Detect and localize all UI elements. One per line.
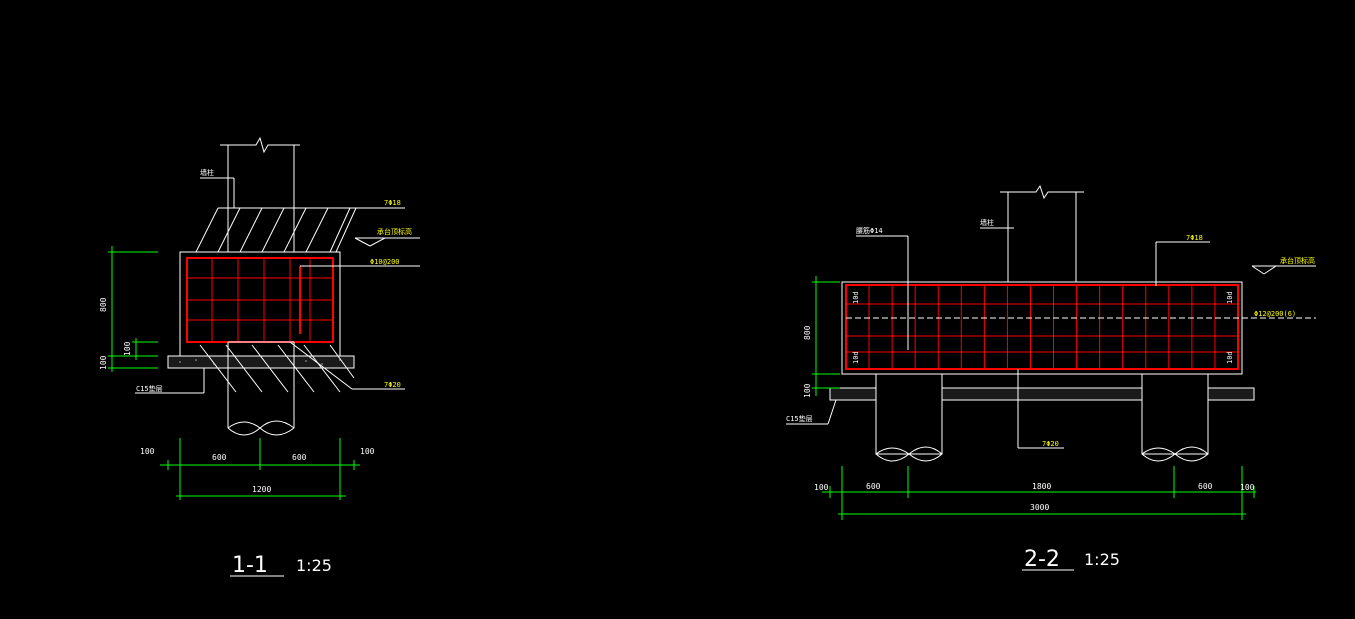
section-2-scale: 1:25 [1084,550,1120,569]
section-1-leaders [135,177,420,394]
section-2-dim-right: 600 [1198,482,1213,491]
section-2-leaders [786,227,1316,449]
section-2-title: 2-2 [1024,547,1060,572]
section-1-label-cushion: C15垫层 [136,384,163,393]
section-2-anchor-bottom-right: 10d [1226,351,1234,364]
section-1-label-stirrup: Φ10@200 [370,258,400,266]
section-2-column [1000,184,1084,282]
section-1-dim-right-half: 600 [292,453,307,462]
section-1-cushion [167,355,355,369]
section-1-label-top-elev: 承台顶标高 [377,227,412,236]
section-1-pile [227,392,295,436]
section-2-dim-total: 3000 [1030,503,1049,512]
section-1-hatch-bottom [199,341,355,393]
section-2-label-cushion: C15垫层 [786,414,813,423]
section-1-hatch-top [195,207,357,253]
section-1-dim-total: 1200 [252,485,271,494]
section-2-dim-height: 800 [803,325,812,340]
section-2-dim-middle: 1800 [1032,482,1051,491]
section-1-dim-height: 800 [99,297,108,312]
section-2-anchor-top-left: 10d [852,291,860,304]
section-1-dimensions [108,246,360,500]
section-1-title: 1-1 [232,553,268,578]
section-1-label-top-bar: 7Φ18 [384,199,401,207]
section-2-dim-left-edge: 100 [814,483,829,492]
section-2-cap-outline [841,281,1243,375]
section-2-dim-right-edge: 100 [1240,483,1255,492]
section-1-drawing: 墙柱 7Φ18 承台顶标高 Φ10@200 7Φ20 C15垫层 800 100… [99,136,420,578]
section-2-label-top-elev: 承台顶标高 [1280,256,1315,265]
section-1-dim-left-edge: 100 [140,447,155,456]
section-2-dim-left: 600 [866,482,881,491]
section-1-label-bottom-bar: 7Φ20 [384,381,401,389]
section-2-pile-left [875,373,943,462]
section-2-drawing: 墙柱 腰筋Φ14 7Φ18 承台顶标高 Φ12@200(6) 7Φ20 C15垫… [786,184,1316,572]
section-2-rebar-grid [845,284,1239,370]
section-2-label-side-bar: 腰筋Φ14 [856,226,883,235]
section-1-dim-right-edge: 100 [360,447,375,456]
section-1-dim-left-half: 600 [212,453,227,462]
section-2-label-top-bar: 7Φ18 [1186,234,1203,242]
section-2-dimensions [812,276,1256,520]
section-2-anchor-top-right: 10d [1226,291,1234,304]
section-1-scale: 1:25 [296,556,332,575]
section-1-label-column: 墙柱 [200,168,214,177]
section-1-dim-inner: 100 [123,341,132,356]
section-2-dim-bottom: 100 [803,383,812,398]
section-2-label-stirrup: Φ12@200(6) [1254,310,1296,318]
section-1-dim-bottom: 100 [99,355,108,370]
section-2-pile-right [1141,373,1209,462]
section-2-anchor-bottom-left: 10d [852,351,860,364]
section-2-label-column: 墙柱 [980,218,994,227]
section-1-column [220,136,300,252]
section-1-cap-outline [179,251,341,357]
section-2-label-bottom-bar: 7Φ20 [1042,440,1059,448]
section-1-rebar-cage [186,257,334,343]
